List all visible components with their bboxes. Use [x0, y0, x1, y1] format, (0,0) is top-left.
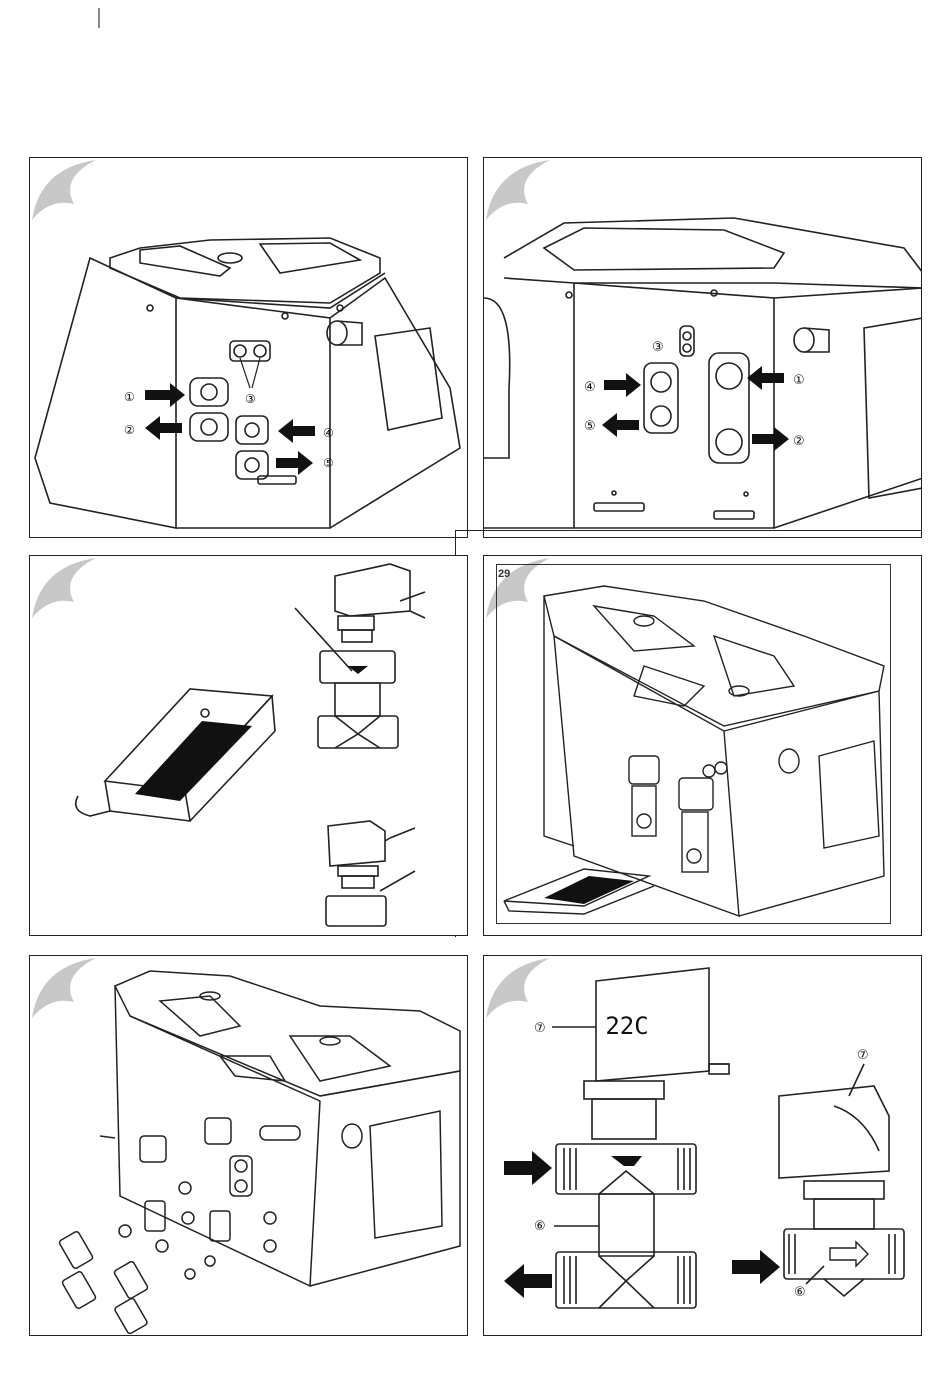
callout-5: ⑤ — [584, 419, 596, 434]
callout-7: ⑦ — [534, 1021, 546, 1036]
callout-7-right: ⑦ — [857, 1048, 869, 1063]
figure-panel-1: ① ② ③ ④ ⑤ — [29, 157, 468, 538]
callout-3: ③ — [245, 392, 256, 406]
figure-panel-4: 29 — [483, 555, 922, 936]
callout-5: ⑤ — [323, 456, 334, 470]
figure-panel-2: ① ② ③ ④ ⑤ — [483, 157, 922, 538]
page-margin-tick — [98, 8, 100, 28]
flow-arrow-icon — [732, 1250, 780, 1284]
flow-in-arrow-icon — [504, 1151, 552, 1185]
callout-1: ① — [124, 390, 135, 404]
figure-panel-3 — [29, 555, 468, 936]
callout-6-right: ⑥ — [794, 1285, 806, 1300]
drip-tray-and-valves-illustration — [30, 556, 468, 936]
callout-4: ④ — [584, 380, 596, 395]
flow-out-arrow-icon — [504, 1264, 552, 1298]
machine-with-valves-illustration — [484, 556, 922, 936]
inlet-arrow-icon — [145, 383, 185, 407]
figure-panel-6: 22C ⑦ ⑥ ⑦ ⑥ — [483, 955, 922, 1336]
machine-illustration-2: ① ② ③ ④ ⑤ — [484, 158, 922, 538]
connector-line — [455, 530, 922, 531]
valve-assembly-exploded-illustration — [30, 956, 468, 1336]
callout-3: ③ — [652, 340, 664, 355]
callout-2: ② — [124, 423, 135, 437]
callout-1: ① — [793, 373, 805, 388]
figure-panel-5 — [29, 955, 468, 1336]
callout-2: ② — [793, 434, 805, 449]
callout-4: ④ — [323, 426, 334, 440]
callout-6: ⑥ — [534, 1219, 546, 1234]
machine-illustration-1: ① ② ③ ④ ⑤ — [30, 158, 468, 538]
valve-marking-label: 22C — [605, 1012, 648, 1040]
solenoid-valve-detail-illustration: 22C ⑦ ⑥ ⑦ ⑥ — [484, 956, 922, 1336]
